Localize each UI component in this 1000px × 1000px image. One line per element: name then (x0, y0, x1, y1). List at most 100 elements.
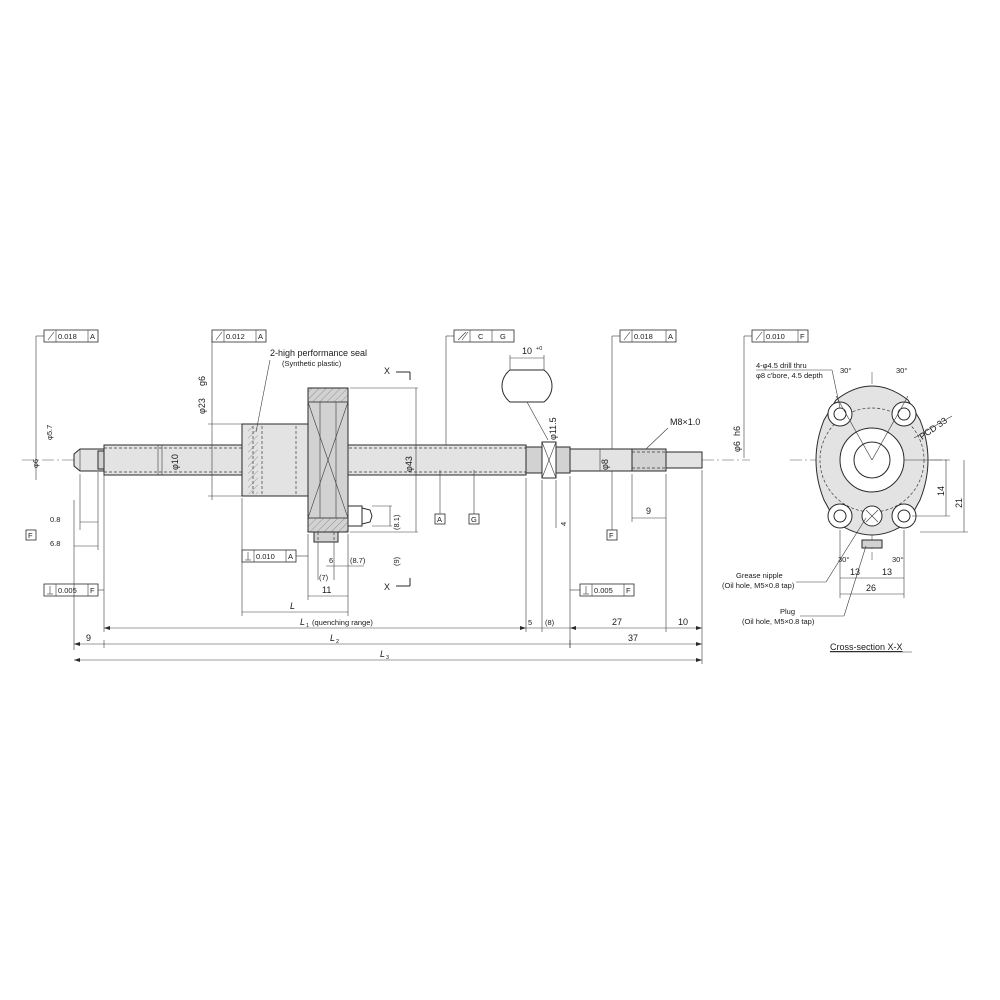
svg-text:0.012: 0.012 (226, 332, 245, 341)
right-end-shaft (665, 451, 703, 469)
svg-text:14: 14 (936, 486, 946, 496)
svg-text:6.8: 6.8 (50, 539, 60, 548)
svg-text:C: C (478, 332, 484, 341)
fcf-runout-left: 0.018 A (35, 329, 99, 480)
svg-text:(8.1): (8.1) (392, 514, 401, 530)
left-relief-groove (97, 450, 105, 470)
svg-text:F: F (609, 531, 614, 540)
svg-text:+0: +0 (536, 346, 542, 352)
svg-text:L: L (330, 633, 335, 643)
fcf-perp-left: 0.005 F (43, 583, 104, 597)
svg-text:φ10: φ10 (170, 454, 180, 470)
svg-text:(8): (8) (545, 618, 555, 627)
svg-text:L: L (290, 601, 295, 611)
svg-text:F: F (90, 586, 95, 595)
svg-text:(quenching range): (quenching range) (312, 618, 373, 627)
svg-text:L: L (380, 649, 385, 659)
svg-text:(9): (9) (392, 556, 401, 566)
svg-text:11: 11 (322, 585, 331, 595)
svg-text:30°: 30° (896, 366, 907, 375)
ball-nut (241, 387, 373, 543)
svg-text:0.018: 0.018 (58, 332, 77, 341)
svg-text:(Oil hole, M5×0.8 tap): (Oil hole, M5×0.8 tap) (722, 581, 795, 590)
svg-text:13: 13 (882, 567, 892, 577)
svg-text:21: 21 (954, 498, 964, 508)
flat-detail: 10 +0 φ11.5 (501, 346, 558, 441)
svg-text:g6: g6 (197, 376, 207, 386)
svg-text:10: 10 (678, 617, 688, 627)
right-shaft-dims: 4 9 (525, 470, 703, 664)
plug (313, 531, 339, 543)
svg-text:13: 13 (850, 567, 860, 577)
svg-text:φ23: φ23 (197, 398, 207, 414)
svg-text:Cross-section X-X: Cross-section X-X (830, 642, 903, 652)
svg-text:A: A (90, 332, 95, 341)
svg-text:4: 4 (559, 522, 568, 526)
svg-text:27: 27 (612, 617, 622, 627)
shaft-assembly (22, 441, 750, 479)
svg-text:(7): (7) (319, 573, 329, 582)
svg-text:X: X (384, 582, 390, 592)
fcf-perp-nut: 0.010 A (241, 549, 308, 563)
svg-text:0.018: 0.018 (634, 332, 653, 341)
svg-text:h6: h6 (732, 426, 742, 436)
svg-text:φ5.7: φ5.7 (45, 425, 54, 440)
bearing-shoulder (555, 446, 571, 474)
svg-text:(8.7): (8.7) (350, 556, 366, 565)
svg-text:30°: 30° (838, 555, 849, 564)
svg-text:0.005: 0.005 (594, 586, 613, 595)
section-marker-bottom: X (384, 578, 411, 592)
svg-text:0.010: 0.010 (256, 552, 275, 561)
datum-a: A (434, 470, 446, 525)
grease-nipple-body (347, 505, 363, 527)
svg-text:3: 3 (386, 655, 389, 661)
bearing-seat (525, 446, 543, 474)
svg-text:10: 10 (522, 346, 532, 356)
svg-text:0.010: 0.010 (766, 332, 785, 341)
svg-text:X: X (384, 366, 390, 376)
fcf-mid: C G (445, 329, 515, 445)
svg-text:F: F (800, 332, 805, 341)
svg-text:2: 2 (336, 639, 339, 645)
svg-text:φ8 c'bore, 4.5 depth: φ8 c'bore, 4.5 depth (756, 371, 823, 380)
svg-text:1: 1 (306, 623, 309, 629)
svg-text:A: A (668, 332, 673, 341)
svg-text:G: G (500, 332, 506, 341)
svg-text:5: 5 (528, 618, 532, 627)
svg-text:φ43: φ43 (404, 456, 414, 472)
seal-sublabel: (Synthetic plastic) (282, 359, 342, 368)
datum-f-left: F (25, 529, 37, 541)
svg-text:(Oil hole, M5×0.8 tap): (Oil hole, M5×0.8 tap) (742, 617, 815, 626)
grease-nipple-head (361, 507, 373, 525)
svg-text:4-φ4.5 drill thru: 4-φ4.5 drill thru (756, 361, 807, 370)
svg-text:φ6: φ6 (732, 441, 742, 452)
nut-dims: 6 (8.7) (7) 11 L (8.1) (9) (241, 498, 401, 616)
svg-text:30°: 30° (892, 555, 903, 564)
fcf-perp-right: 0.005 F (570, 583, 635, 597)
fcf-runout-nut: 0.012 A (211, 329, 267, 500)
svg-text:φ8: φ8 (600, 459, 610, 470)
seal-label: 2-high performance seal (270, 348, 367, 358)
svg-text:0.005: 0.005 (58, 586, 77, 595)
svg-text:F: F (28, 531, 33, 540)
svg-text:A: A (288, 552, 293, 561)
svg-text:0.8: 0.8 (50, 515, 60, 524)
cross-section: 30° 30° 30° 30° 4-φ4.5 drill thru φ8 c'b… (722, 361, 968, 653)
svg-text:L: L (300, 617, 305, 627)
section-marker-top: X (384, 366, 411, 380)
dimension-chain: L 1 (quenching range) 5 (8) 27 10 9 L 2 … (74, 617, 702, 662)
svg-text:F: F (626, 586, 631, 595)
svg-text:φ6: φ6 (31, 459, 40, 468)
svg-text:Grease nipple: Grease nipple (736, 571, 783, 580)
svg-text:9: 9 (86, 633, 91, 643)
fcf-runout-flange: 0.010 F (743, 329, 809, 458)
fcf-runout-right: 0.018 A (611, 329, 677, 449)
svg-text:9: 9 (646, 506, 651, 516)
svg-text:A: A (258, 332, 263, 341)
svg-text:30°: 30° (840, 366, 851, 375)
svg-text:A: A (437, 515, 442, 524)
svg-text:37: 37 (628, 633, 638, 643)
svg-text:Plug: Plug (780, 607, 795, 616)
datum-f-right: F (606, 471, 618, 541)
